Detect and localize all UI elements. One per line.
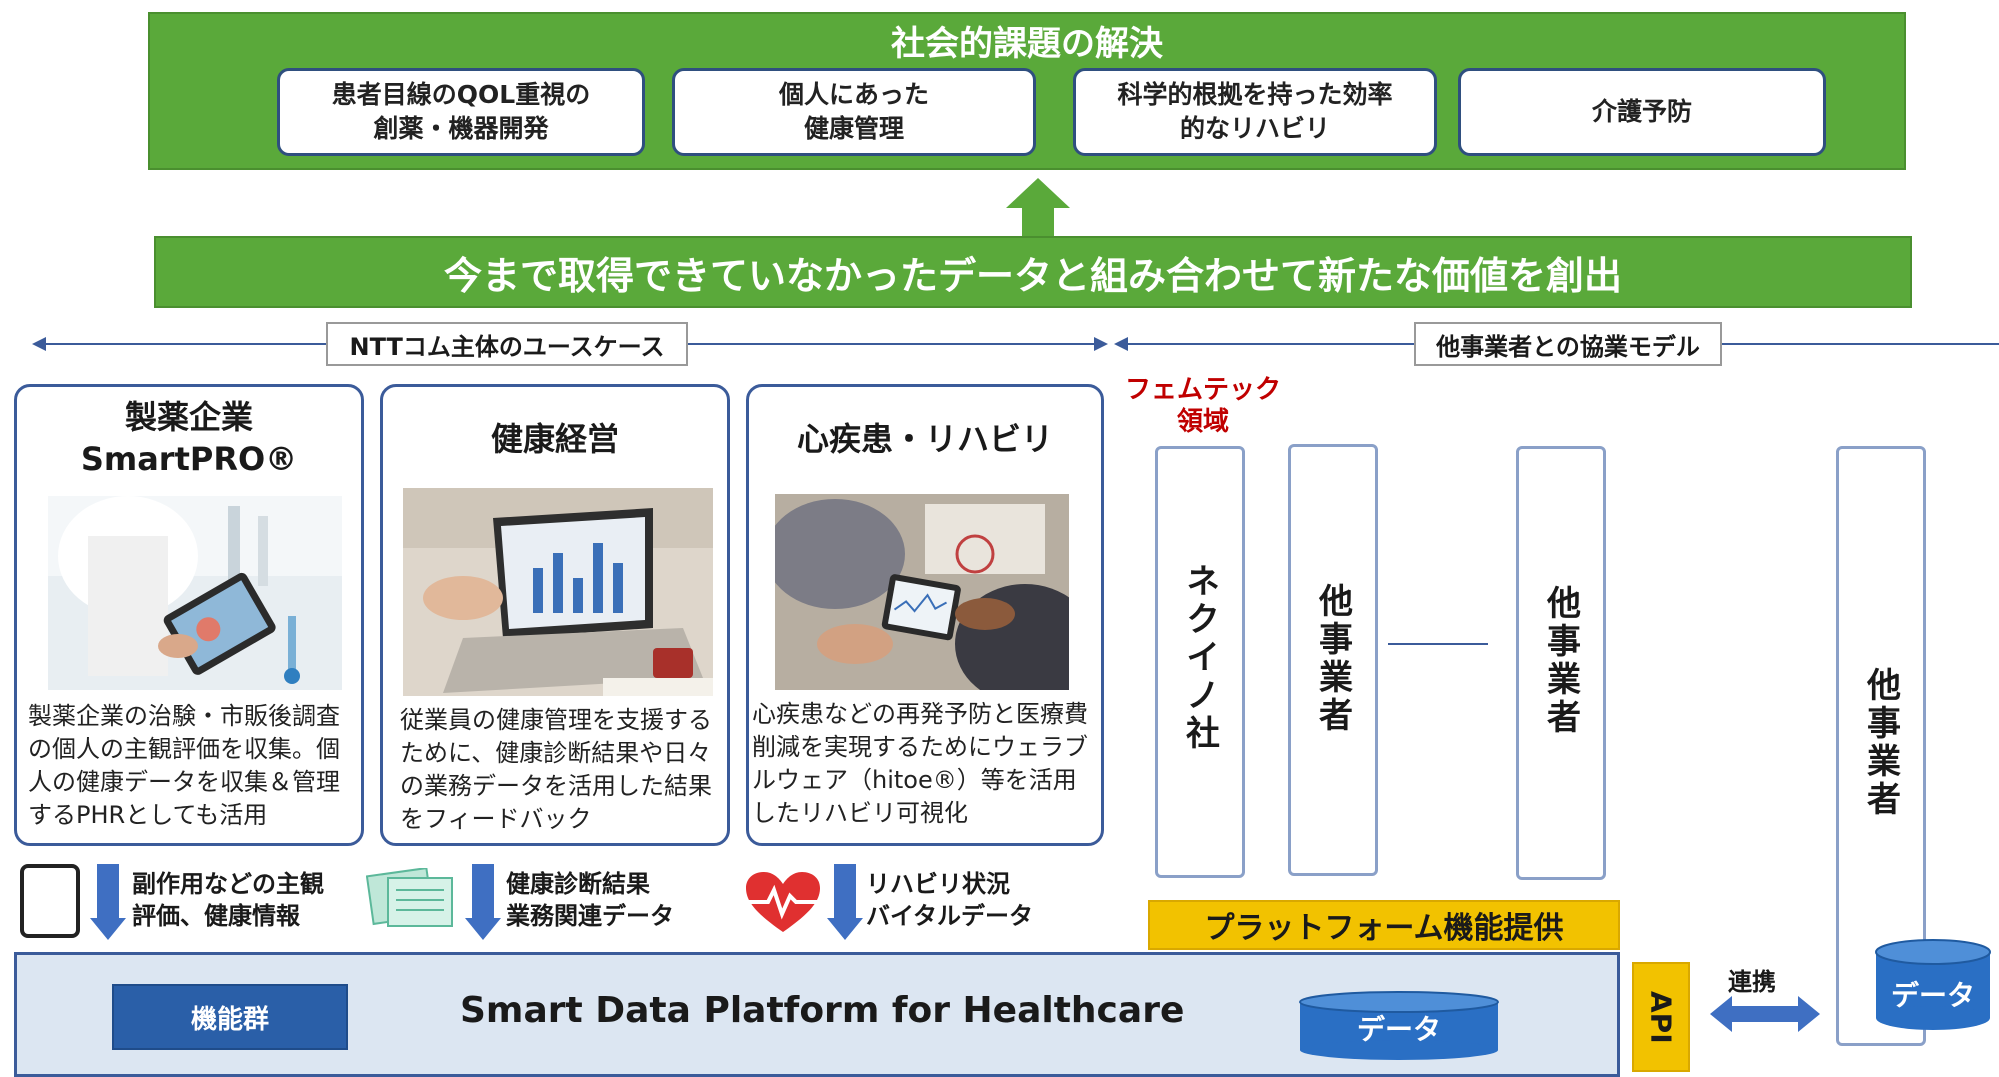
up-arrow-icon [1006,178,1070,208]
value-creation-bar: 今まで取得できていなかったデータと組み合わせて新たな価値を創出 [154,236,1912,308]
partner-column-other-1: 他事業者 [1288,444,1378,876]
api-label: API [1644,990,1678,1044]
health-management-laptop-photo [403,488,713,696]
platform-database-icon [1298,990,1500,1062]
bidirectional-arrow-icon [1710,994,1820,1034]
down-arrow-stem [472,864,494,920]
partner-name-other-2: 他事業者 [1540,585,1581,737]
left-arrowhead-icon [32,337,46,351]
usecase-title-health-management: 健康経営 [490,420,619,458]
heartbeat-icon [744,872,822,936]
partner-name-other-1: 他事業者 [1312,583,1353,735]
api-box: API [1632,962,1690,1072]
partner-column-nekuino: ネクイノ社 [1155,446,1245,878]
usecase-desc-health-management: 従業員の健康管理を支援するために、健康診断結果や日々の業務データを活用した結果を… [400,706,712,833]
down-arrow-icon [827,918,863,940]
partner-name-other-3: 他事業者 [1860,667,1901,819]
document-icon [365,866,458,930]
goal-box-drug-development: 患者目線のQOL重視の 創薬・機器開発 [277,68,645,156]
partner-column-other-2: 他事業者 [1516,446,1606,880]
goal-box-rehabilitation: 科学的根拠を持った効率 的なリハビリ [1073,68,1437,156]
platform-title: Smart Data Platform for Healthcare [460,990,1185,1031]
external-data-label: データ [1890,979,1975,1012]
partner-name-nekuino: ネクイノ社 [1179,563,1220,753]
data-label-pharma: 副作用などの主観 評価、健康情報 [132,870,324,930]
usecase-title-pharma: 製薬企業 SmartPRO® [80,398,298,478]
down-arrow-icon [90,918,126,940]
down-arrow-icon [465,918,501,940]
up-arrow-stem [1022,206,1054,238]
pharma-tablet-photo [48,496,342,690]
usecase-title-cardiac-rehab: 心疾患・リハビリ [796,420,1053,458]
goal-box-care-prevention: 介護予防 [1458,68,1826,156]
function-group-box: 機能群 [112,984,348,1050]
cardiac-rehab-tablet-photo [775,494,1069,690]
platform-offer-label: プラットフォーム機能提供 [1148,900,1620,950]
platform-data-label: データ [1356,1013,1441,1046]
down-arrow-stem [834,864,856,920]
femtech-label: フェムテック 領域 [1124,375,1281,437]
usecase-section-label: NTTコム主体のユースケース [326,322,688,366]
usecase-desc-cardiac-rehab: 心疾患などの再発予防と医療費削減を実現するためにウェラブルウェア（hitoe®）… [752,700,1088,827]
left-arrowhead-icon [1114,337,1128,351]
partner-connector-line [1388,643,1488,645]
smartphone-icon [20,864,80,938]
social-issues-title: 社会的課題の解決 [891,24,1163,64]
partner-section-label: 他事業者との協業モデル [1414,322,1722,366]
right-arrowhead-icon [1094,337,1108,351]
external-database-icon [1874,938,1992,1034]
data-label-cardiac-rehab: リハビリ状況 バイタルデータ [866,870,1034,930]
link-label: 連携 [1728,968,1776,996]
down-arrow-stem [97,864,119,920]
data-label-health-management: 健康診断結果 業務関連データ [506,870,674,930]
usecase-desc-pharma: 製薬企業の治験・市販後調査の個人の主観評価を収集。個人の健康データを収集＆管理す… [28,702,340,829]
goal-box-health-management: 個人にあった 健康管理 [672,68,1036,156]
